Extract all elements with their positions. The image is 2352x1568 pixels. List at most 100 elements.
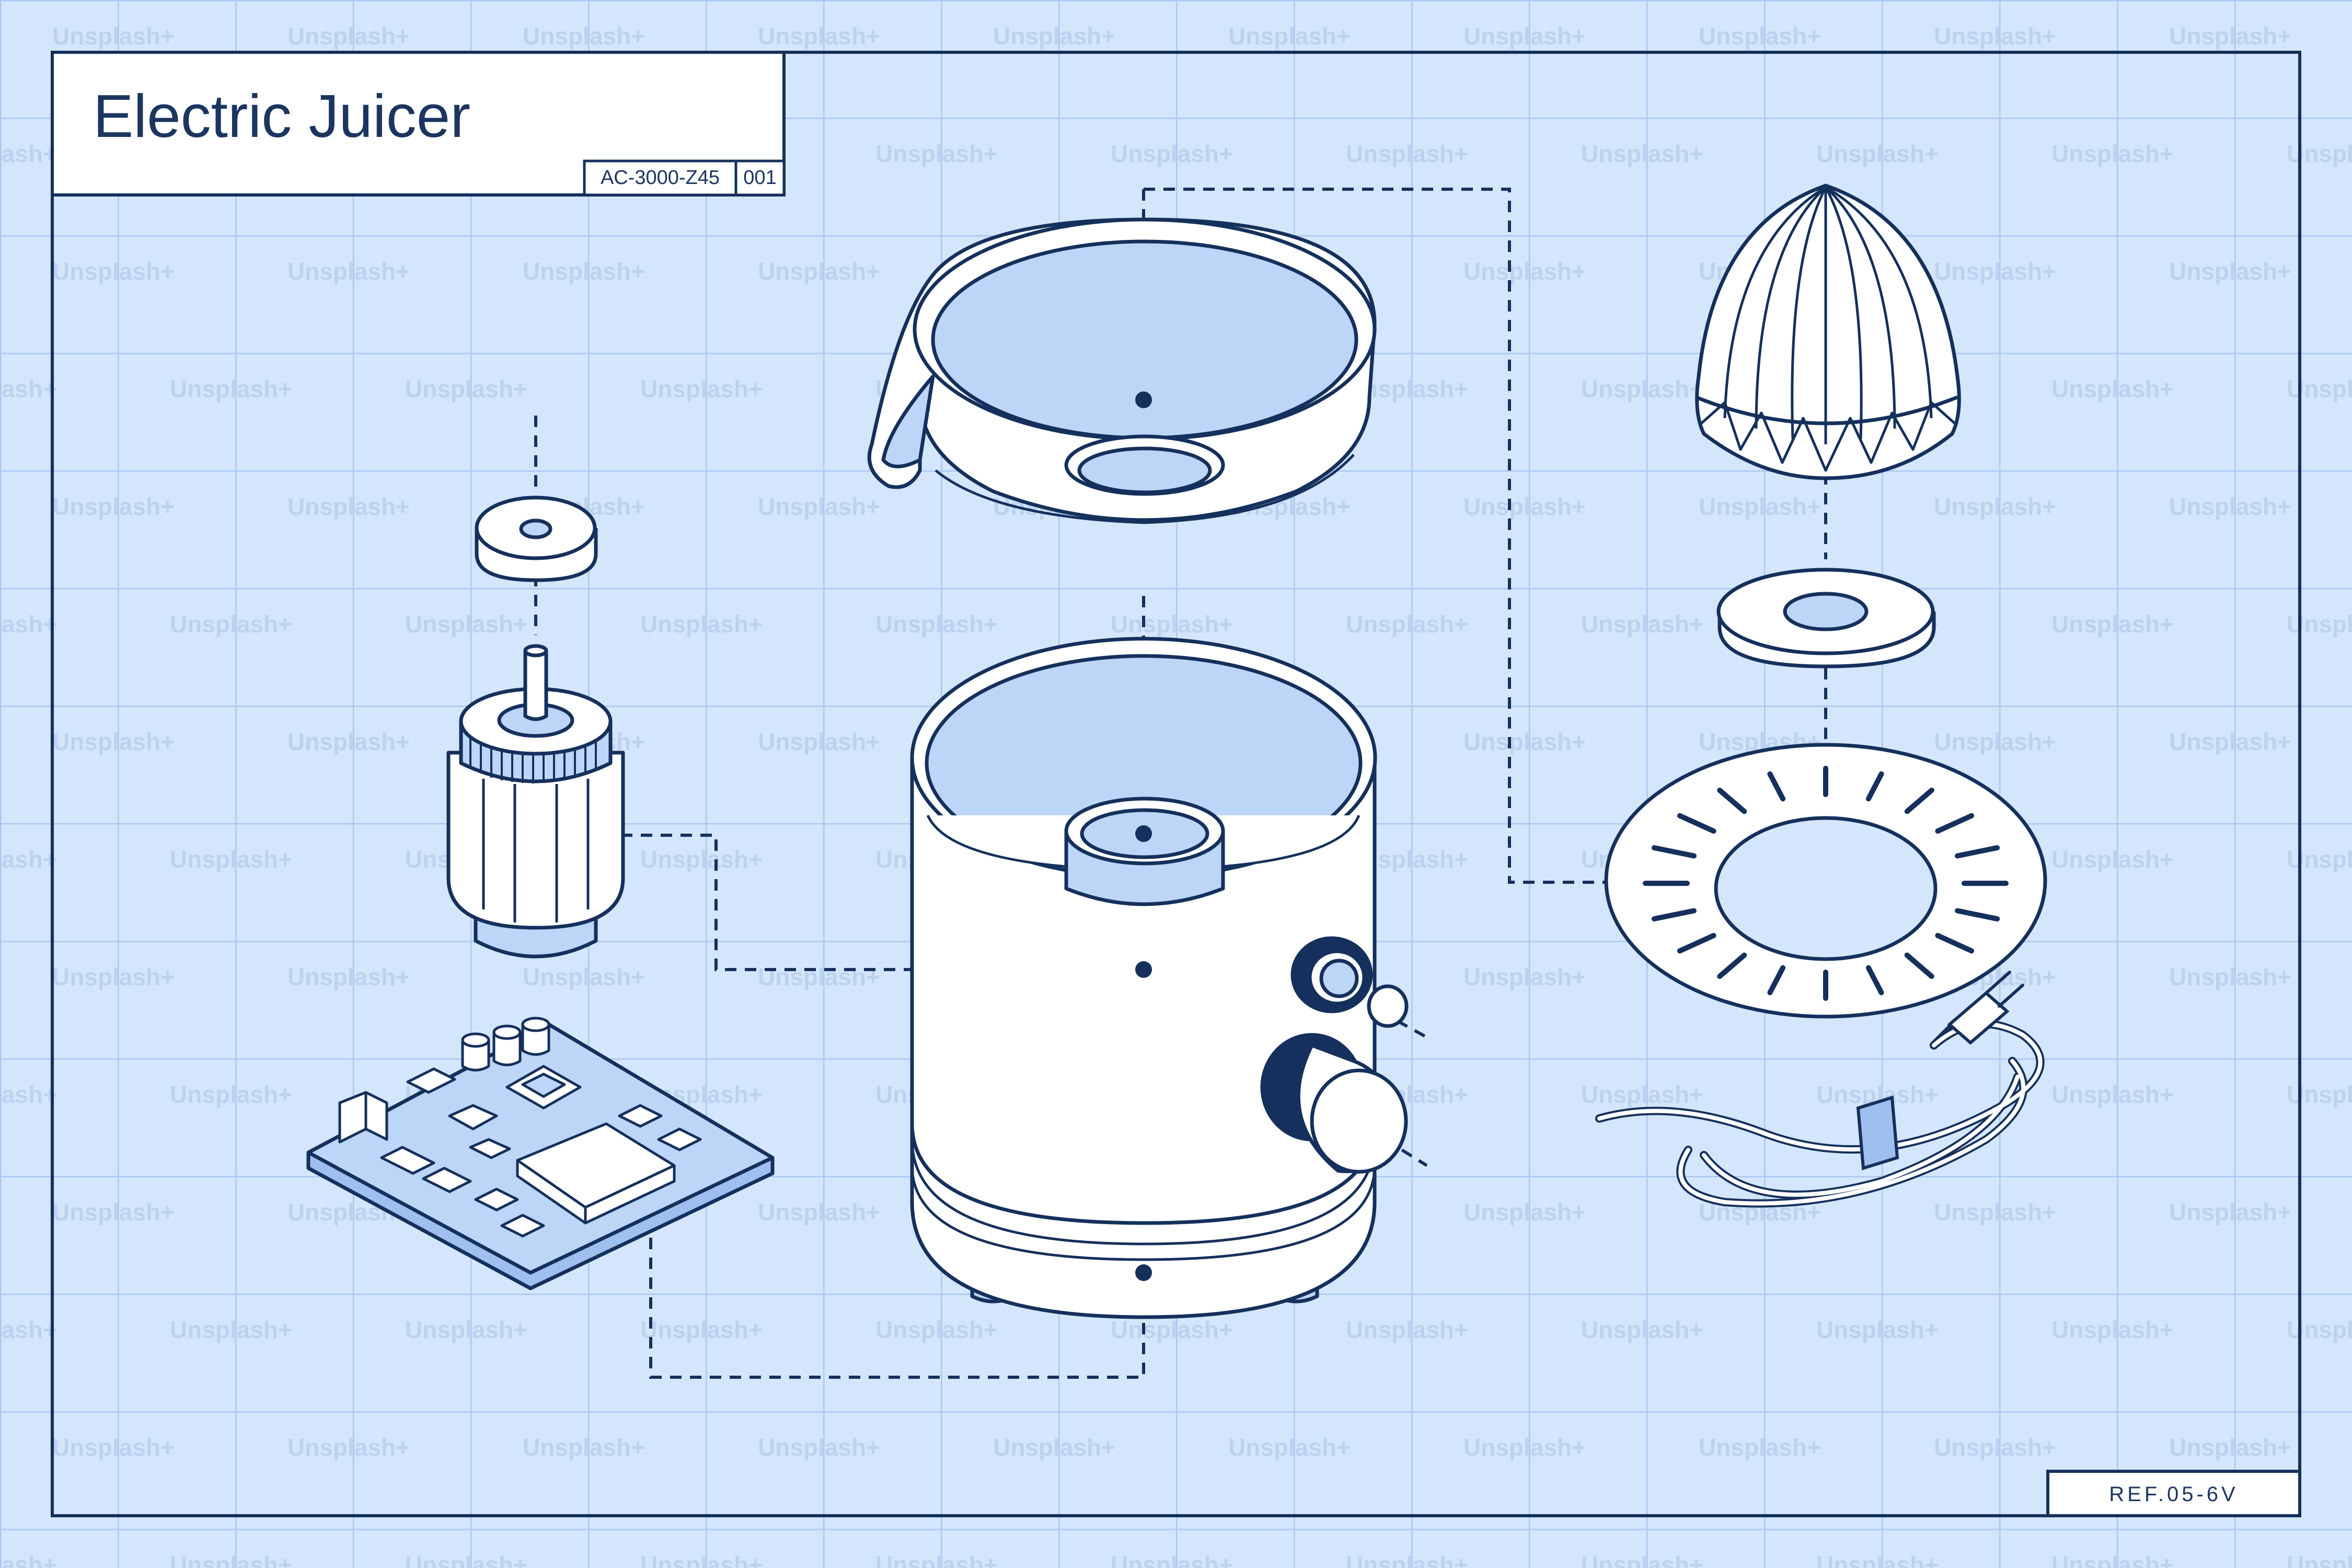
watermark-text: Unsplash+ xyxy=(1463,963,1586,990)
watermark-text: Unsplash+ xyxy=(2287,846,2352,873)
watermark-text: Unsplash+ xyxy=(1581,140,1703,167)
watermark-text: Unsplash+ xyxy=(0,846,57,873)
watermark-text: Unsplash+ xyxy=(405,1316,527,1343)
watermark-text: Unsplash+ xyxy=(875,1551,998,1568)
watermark-text: Unsplash+ xyxy=(0,1316,57,1343)
watermark-text: Unsplash+ xyxy=(758,22,880,50)
watermark-text: Unsplash+ xyxy=(287,258,410,285)
watermark-text: Unsplash+ xyxy=(640,1551,763,1568)
watermark-text: Unsplash+ xyxy=(523,22,645,50)
watermark-text: Unsplash+ xyxy=(1228,22,1351,50)
power-cord xyxy=(1595,971,2045,1208)
watermark-text: Unsplash+ xyxy=(1934,728,2056,755)
watermark-text: Unsplash+ xyxy=(2051,1316,2174,1343)
watermark-text: Unsplash+ xyxy=(1463,1434,1586,1461)
strainer-slot xyxy=(1767,771,1786,802)
strainer-slot xyxy=(1651,908,1697,921)
watermark-text: Unsplash+ xyxy=(2051,375,2174,402)
strainer-slot xyxy=(1955,908,2000,921)
watermark-text: Unsplash+ xyxy=(875,610,998,638)
strainer-slot xyxy=(1651,845,1697,859)
strainer-slot xyxy=(1865,771,1884,802)
watermark-text: Unsplash+ xyxy=(0,1551,57,1568)
watermark-text: Unsplash+ xyxy=(640,846,763,873)
watermark-text: Unsplash+ xyxy=(1934,258,2056,285)
watermark-text: Unsplash+ xyxy=(2287,375,2352,402)
watermark-text: Unsplash+ xyxy=(0,140,57,167)
watermark-text: Unsplash+ xyxy=(1463,728,1586,755)
watermark-text: Unsplash+ xyxy=(1581,375,1703,402)
watermark-text: Unsplash+ xyxy=(1463,22,1586,50)
watermark-text: Unsplash+ xyxy=(2169,493,2291,520)
watermark-text: Unsplash+ xyxy=(2287,1316,2352,1343)
watermark-text: Unsplash+ xyxy=(52,493,175,520)
watermark-text: Unsplash+ xyxy=(2287,1081,2352,1108)
watermark-text: Unsplash+ xyxy=(170,610,292,638)
watermark-text: Unsplash+ xyxy=(1816,1551,1939,1568)
watermark-text: Unsplash+ xyxy=(52,22,175,50)
watermark-text: Unsplash+ xyxy=(1699,1434,1821,1461)
watermark-text: Unsplash+ xyxy=(287,728,410,755)
watermark-text: Unsplash+ xyxy=(640,610,763,638)
watermark-text: Unsplash+ xyxy=(758,963,880,990)
indicator-light xyxy=(1290,936,1409,1028)
watermark-text: Unsplash+ xyxy=(2287,610,2352,638)
watermark-text: Unsplash+ xyxy=(993,22,1115,50)
watermark-text: Unsplash+ xyxy=(2051,610,2174,638)
watermark-text: Unsplash+ xyxy=(1111,140,1233,167)
motor-cap xyxy=(475,495,598,582)
strainer-slot xyxy=(1935,932,1975,954)
drawing-title: Electric Juicer xyxy=(93,82,470,150)
watermark-text: Unsplash+ xyxy=(1463,1198,1586,1226)
watermark-text: Unsplash+ xyxy=(523,1434,645,1461)
watermark-text: Unsplash+ xyxy=(2287,1551,2352,1568)
watermark-text: Unsplash+ xyxy=(170,846,292,873)
watermark-text: Unsplash+ xyxy=(0,610,57,638)
watermark-text: Unsplash+ xyxy=(758,728,880,755)
reference-code: REF.05-6V xyxy=(2109,1483,2238,1506)
watermark-text: Unsplash+ xyxy=(640,375,763,402)
watermark-text: Unsplash+ xyxy=(1816,1316,1939,1343)
strainer-slot xyxy=(1717,788,1747,814)
strainer-slot xyxy=(1717,952,1747,979)
watermark-text: Unsplash+ xyxy=(2169,728,2291,755)
watermark-text: Unsplash+ xyxy=(2169,258,2291,285)
watermark-text: Unsplash+ xyxy=(1346,610,1468,638)
watermark-text: Unsplash+ xyxy=(1581,1081,1703,1108)
watermark-text: Unsplash+ xyxy=(1934,1198,2056,1226)
watermark-text: Unsplash+ xyxy=(758,493,880,520)
strainer-slot xyxy=(1904,788,1934,814)
watermark-text: Unsplash+ xyxy=(2169,1198,2291,1226)
watermark-text: Unsplash+ xyxy=(52,728,175,755)
watermark-text: Unsplash+ xyxy=(758,258,880,285)
watermark-text: Unsplash+ xyxy=(170,375,292,402)
motor xyxy=(446,644,625,959)
watermark-text: Unsplash+ xyxy=(2169,963,2291,990)
reference-block: REF.05-6V xyxy=(2046,1470,2301,1517)
strainer-slot xyxy=(1935,813,1975,834)
watermark-text: Unsplash+ xyxy=(405,1551,527,1568)
watermark-text: Unsplash+ xyxy=(405,375,527,402)
watermark-text: Unsplash+ xyxy=(405,610,527,638)
strainer-slot xyxy=(1677,813,1716,834)
strainer-slot xyxy=(1904,952,1934,979)
part-code: AC-3000-Z45 xyxy=(601,167,720,189)
watermark-text: Unsplash+ xyxy=(1346,1551,1468,1568)
strainer-slot xyxy=(1865,965,1884,996)
watermark-text: Unsplash+ xyxy=(1346,1316,1468,1343)
watermark-text: Unsplash+ xyxy=(52,963,175,990)
strainer-slot xyxy=(1955,845,2000,859)
watermark-text: Unsplash+ xyxy=(523,963,645,990)
watermark-text: Unsplash+ xyxy=(1111,1316,1233,1343)
watermark-text: Unsplash+ xyxy=(993,1434,1115,1461)
citrus-reamer-cone xyxy=(1695,183,1961,480)
strainer-disc xyxy=(1604,743,2047,1019)
watermark-text: Unsplash+ xyxy=(170,1551,292,1568)
power-knob xyxy=(1260,1033,1408,1174)
watermark-text: Unsplash+ xyxy=(1934,1434,2056,1461)
watermark-text: Unsplash+ xyxy=(287,963,410,990)
watermark-text: Unsplash+ xyxy=(875,1316,998,1343)
watermark-text: Unsplash+ xyxy=(1581,1316,1703,1343)
watermark-text: Unsplash+ xyxy=(2051,1081,2174,1108)
